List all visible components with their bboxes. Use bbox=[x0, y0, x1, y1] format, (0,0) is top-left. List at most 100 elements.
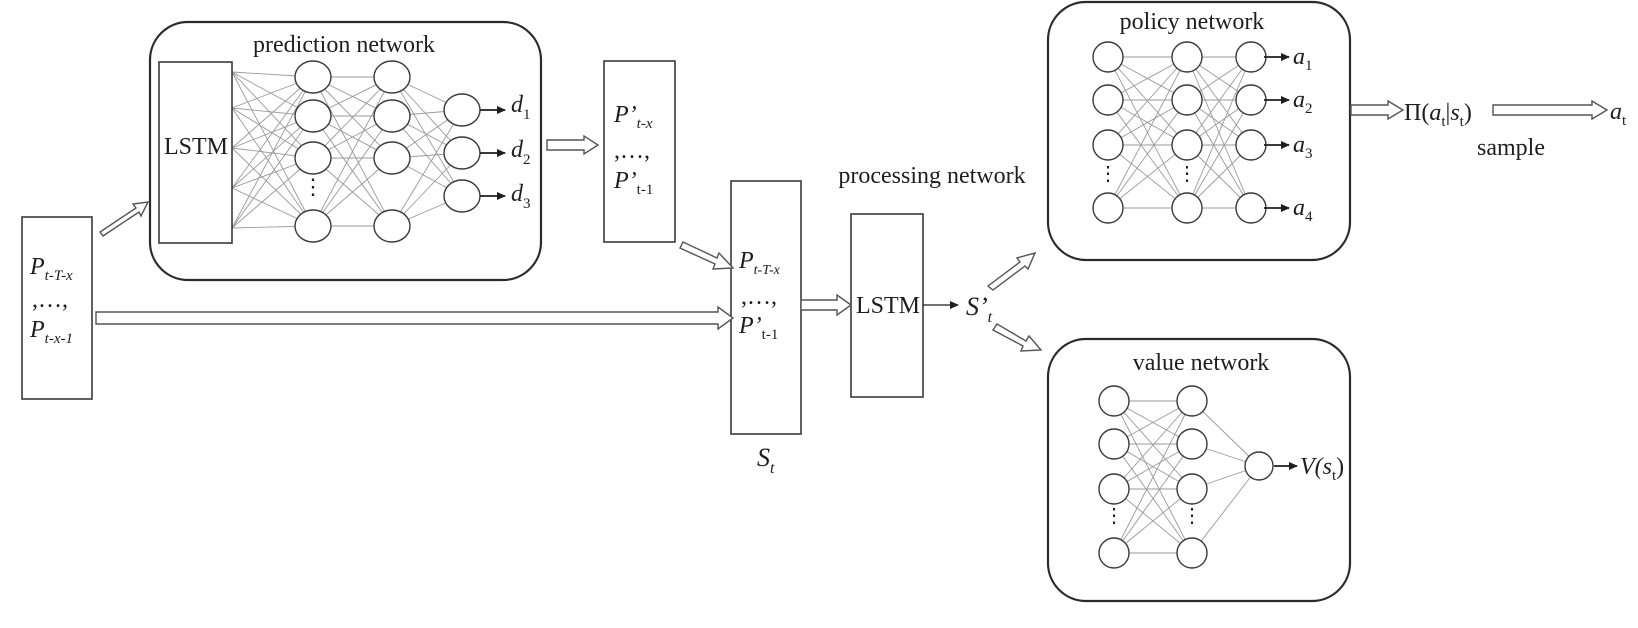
connection-line bbox=[1107, 56, 1188, 146]
svg-text:a4: a4 bbox=[1293, 195, 1313, 225]
neuron-node bbox=[1235, 192, 1267, 224]
prediction-output-box: P’t-x ,…, P’t-1 bbox=[603, 60, 676, 243]
connection-line bbox=[312, 115, 393, 227]
connection-line bbox=[231, 71, 314, 227]
connection-line bbox=[1186, 56, 1252, 209]
pprime-bottom: P’ bbox=[613, 168, 637, 194]
label-d3: d bbox=[511, 181, 524, 207]
neuron-node bbox=[1235, 129, 1267, 161]
neuron-node bbox=[1098, 428, 1130, 460]
connection-line bbox=[231, 107, 314, 227]
neuron-node bbox=[1092, 129, 1124, 161]
svg-text:a2: a2 bbox=[1293, 87, 1313, 117]
connection-line bbox=[1107, 56, 1188, 209]
prediction-lstm-box bbox=[158, 61, 233, 244]
svg-text:a1: a1 bbox=[1293, 44, 1313, 74]
prediction-nodes bbox=[294, 60, 481, 243]
neuron-node bbox=[1092, 192, 1124, 224]
neuron-node bbox=[1176, 428, 1208, 460]
neuron-node bbox=[443, 179, 481, 213]
svg-text:Pt-T-x: Pt-T-x bbox=[738, 248, 781, 278]
svg-text:P’t-x: P’t-x bbox=[613, 102, 653, 132]
connection-line bbox=[231, 76, 314, 189]
svg-text:S’t: S’t bbox=[966, 292, 993, 326]
sprime-sub: t bbox=[988, 309, 993, 326]
svg-text:Pt-T-x: Pt-T-x bbox=[29, 254, 73, 284]
state-pprime: P’ bbox=[738, 313, 762, 339]
svg-text:d3: d3 bbox=[511, 181, 531, 212]
state-label-s: S bbox=[757, 443, 770, 472]
label-at: a bbox=[1610, 99, 1622, 125]
connection-line bbox=[231, 76, 314, 229]
pprime-bottom-sub: t-1 bbox=[637, 182, 654, 198]
arrow-pprime-to-state bbox=[679, 241, 735, 270]
neuron-node bbox=[294, 60, 332, 94]
svg-text:a3: a3 bbox=[1293, 132, 1313, 162]
connection-line bbox=[1113, 488, 1193, 554]
svg-text:at: at bbox=[1610, 99, 1627, 129]
input-comma: ,…, bbox=[32, 287, 68, 313]
connection-line bbox=[1113, 443, 1193, 554]
input-box: Pt-T-x ,…, Pt-x-1 bbox=[21, 216, 93, 400]
connection-line bbox=[1186, 99, 1252, 209]
policy-nodes bbox=[1092, 41, 1267, 224]
neuron-node bbox=[1092, 41, 1124, 73]
connection-line bbox=[391, 109, 463, 227]
connection-line bbox=[391, 76, 463, 197]
arrow-input-to-prediction bbox=[98, 201, 150, 237]
neuron-node bbox=[294, 209, 332, 243]
neuron-node bbox=[373, 209, 411, 243]
prediction-network: prediction network LSTM ⋮ bbox=[148, 20, 543, 282]
input-p-bottom: P bbox=[29, 317, 45, 343]
sample-label: sample bbox=[1477, 135, 1545, 161]
svg-text:d2: d2 bbox=[511, 137, 531, 168]
label-a1: a bbox=[1293, 44, 1305, 70]
neuron-node bbox=[443, 136, 481, 170]
connection-line bbox=[231, 157, 314, 229]
connection-line bbox=[312, 76, 393, 227]
prediction-dots-icon: ⋮ bbox=[302, 174, 324, 199]
value-dots-icon-left: ⋮ bbox=[1104, 505, 1124, 527]
neuron-node bbox=[1176, 385, 1208, 417]
arrow-policy-to-pi bbox=[1350, 99, 1405, 121]
connection-line bbox=[1107, 144, 1188, 209]
arrow-input-to-state bbox=[95, 305, 735, 331]
connection-line bbox=[231, 76, 314, 149]
svg-text:P’t-1: P’t-1 bbox=[738, 313, 778, 343]
value-nodes bbox=[1098, 385, 1274, 569]
policy-dots-icon-mid: ⋮ bbox=[1177, 163, 1197, 185]
svg-text:Π(at|st): Π(at|st) bbox=[1404, 100, 1472, 130]
arrow-sprime-to-policy bbox=[986, 251, 1037, 291]
connection-line bbox=[1113, 400, 1193, 554]
label-d1: d bbox=[511, 92, 524, 118]
connection-line bbox=[1113, 400, 1193, 490]
prediction-lstm-label: LSTM bbox=[164, 134, 228, 160]
neuron-node bbox=[294, 141, 332, 175]
neuron-node bbox=[443, 93, 481, 127]
connection-line bbox=[231, 115, 314, 229]
neuron-node bbox=[294, 99, 332, 133]
connection-line bbox=[1107, 99, 1188, 209]
processing-lstm-label: LSTM bbox=[856, 293, 920, 319]
neuron-node bbox=[1171, 84, 1203, 116]
policy-network: policy network ⋮ ⋮ bbox=[1046, 0, 1352, 262]
sprime-label: S’ bbox=[966, 292, 988, 321]
state-box: Pt-T-x ,…, P’t-1 bbox=[730, 180, 802, 435]
input-sub-top: t-T-x bbox=[45, 268, 73, 284]
neuron-node bbox=[1244, 451, 1274, 481]
arrow-pi-to-at bbox=[1492, 99, 1609, 121]
connection-line bbox=[312, 76, 393, 159]
neuron-node bbox=[1235, 41, 1267, 73]
pprime-top-sub: t-x bbox=[637, 116, 653, 132]
connection-line bbox=[1186, 56, 1252, 146]
neuron-node bbox=[1098, 385, 1130, 417]
neuron-node bbox=[373, 99, 411, 133]
pprime-comma: ,…, bbox=[614, 138, 650, 164]
neuron-node bbox=[1176, 537, 1208, 569]
hollow-arrows bbox=[95, 99, 1609, 352]
svg-text:V(st): V(st) bbox=[1300, 454, 1344, 484]
neuron-node bbox=[373, 141, 411, 175]
connection-line bbox=[231, 147, 314, 227]
label-a3: a bbox=[1293, 132, 1305, 158]
